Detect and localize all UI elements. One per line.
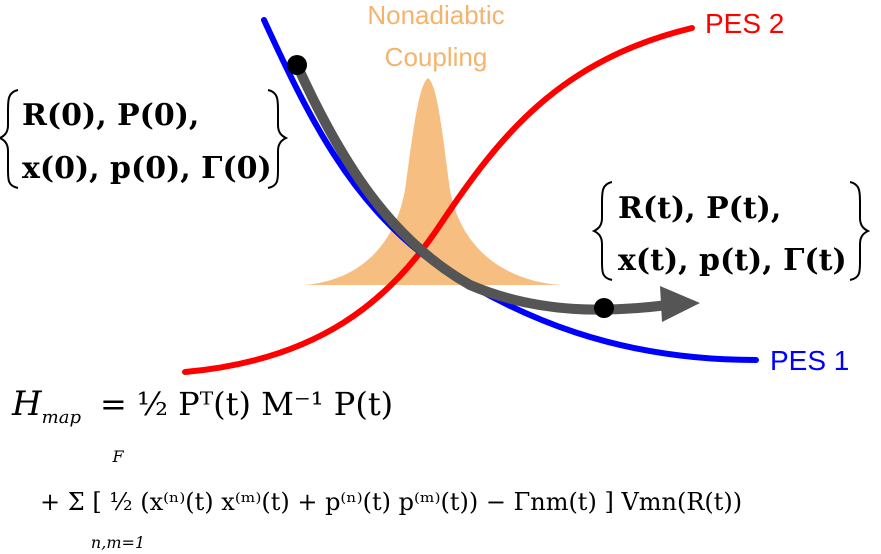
nonadiabatic-coupling-peak xyxy=(305,78,560,285)
final-state-set: R(t), P(t), x(t), p(t), Γ(t) xyxy=(591,181,871,281)
trajectory-arrowhead xyxy=(660,286,700,322)
coupling-label-line2: Coupling xyxy=(385,42,488,72)
hamiltonian-lhs: Hmap xyxy=(11,384,81,428)
final-state-line1: R(t), P(t), xyxy=(618,191,781,226)
hamiltonian-line2: + Σ [ ½ (x⁽ⁿ⁾(t) x⁽ᵐ⁾(t) + p⁽ⁿ⁾(t) p⁽ᵐ⁾(… xyxy=(40,488,742,516)
pes1-label: PES 1 xyxy=(770,345,849,376)
pes2-label: PES 2 xyxy=(705,8,784,39)
sum-lower-limit: n,m=1 xyxy=(91,533,145,552)
initial-state-line2: x(0), p(0), Γ(0) xyxy=(22,151,272,186)
sum-upper-limit: F xyxy=(111,447,124,466)
initial-left-brace xyxy=(0,89,19,189)
final-state-line2: x(t), p(t), Γ(t) xyxy=(618,243,847,278)
initial-state-line1: R(0), P(0), xyxy=(22,98,199,133)
initial-position-dot xyxy=(287,55,307,75)
mapping-hamiltonian: Hmap = ½ Pᵀ(t) M⁻¹ P(t) F n,m=1 + Σ [ ½ … xyxy=(11,384,742,552)
initial-state-set: R(0), P(0), x(0), p(0), Γ(0) xyxy=(0,89,289,189)
pes2-curve xyxy=(182,25,695,375)
final-right-brace xyxy=(849,181,871,281)
hamiltonian-line1-rhs: = ½ Pᵀ(t) M⁻¹ P(t) xyxy=(100,385,393,423)
initial-right-brace xyxy=(267,89,289,189)
coupling-label-line1: Nonadiabtic xyxy=(367,0,504,30)
final-position-dot xyxy=(594,298,614,318)
final-left-brace xyxy=(591,181,613,281)
